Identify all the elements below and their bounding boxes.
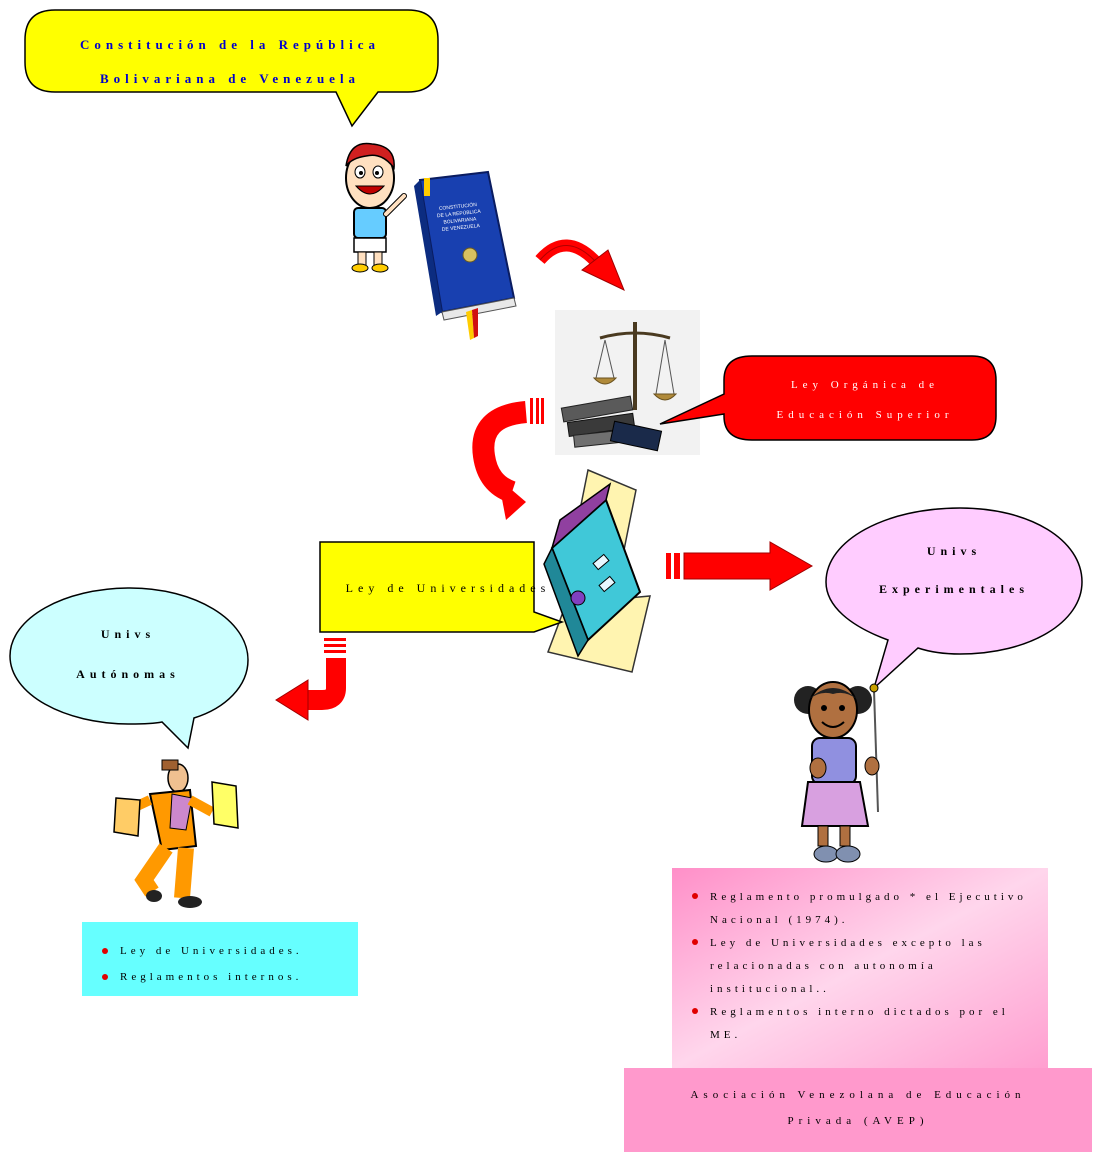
constitucion-title: Constitución de la República Bolivariana… [40,28,420,96]
constitucion-line-1: Constitución de la República [80,37,380,52]
scales-of-justice-image [555,310,700,455]
list-item: Ley de Universidades. [92,938,354,964]
experimentales-list: Reglamento promulgado * el Ejecutivo Nac… [682,886,1042,1047]
running-businessman-figure [113,759,239,908]
ley-organica-title: Ley Orgánica de Educación Superior [740,370,990,430]
avep-box [624,1068,1092,1152]
autonomas-line-2: Autónomas [76,667,180,681]
book-title-line-4: DE VENEZUELA [442,223,481,233]
ley-universidades-title: Ley de Universidades [345,581,551,595]
list-item: Reglamentos interno dictados por el ME. [682,1001,1042,1047]
list-item: Reglamentos internos. [92,964,354,990]
ley-universidades-bubble [319,541,565,633]
curved-arrow-to-folder [472,398,544,520]
autonomas-bubble [9,587,249,750]
ley-organica-bubble [659,355,997,441]
arrow-to-autonomas [275,638,346,721]
book-title-line-1: CONSTITUCIÓN [439,201,478,212]
book-title-line-3: BOLIVARIANA [443,216,477,225]
list-item: Ley de Universidades excepto las relacio… [682,932,1042,1001]
arrow-to-experimentales [666,541,814,591]
experimentales-line-2: Experimentales [879,582,1029,596]
book-title-line-2: DE LA REPÚBLICA [437,208,482,220]
constitucion-bubble [24,9,439,128]
binder-folder-image [543,468,651,673]
autonomas-title: Univs Autónomas [30,614,226,694]
experimentales-line-1: Univs [926,544,982,558]
autonomas-info-box [82,922,358,996]
girl-with-pole-figure [794,681,880,863]
constitucion-line-2: Bolivariana de Venezuela [99,71,361,86]
experimentales-info-box [672,868,1048,1068]
ley-organica-line-2: Educación Superior [776,409,954,421]
experimentales-bubble [825,507,1083,691]
curved-arrow-to-scales [535,239,625,292]
list-item: Reglamento promulgado * el Ejecutivo Nac… [682,886,1042,932]
constitution-book-image: CONSTITUCIÓN DE LA REPÚBLICA BOLIVARIANA… [414,170,517,340]
experimentales-title: Univs Experimentales [836,532,1072,608]
avep-line-1: Asociación Venezolana de Educación [690,1089,1026,1101]
autonomas-list: Ley de Universidades. Reglamentos intern… [92,938,354,990]
avep-title: Asociación Venezolana de Educación Priva… [640,1082,1076,1134]
autonomas-line-1: Univs [100,627,156,641]
avep-line-2: Privada (AVEP) [787,1115,929,1127]
boy-waving-figure [345,142,407,273]
ley-organica-line-1: Ley Orgánica de [790,379,940,391]
